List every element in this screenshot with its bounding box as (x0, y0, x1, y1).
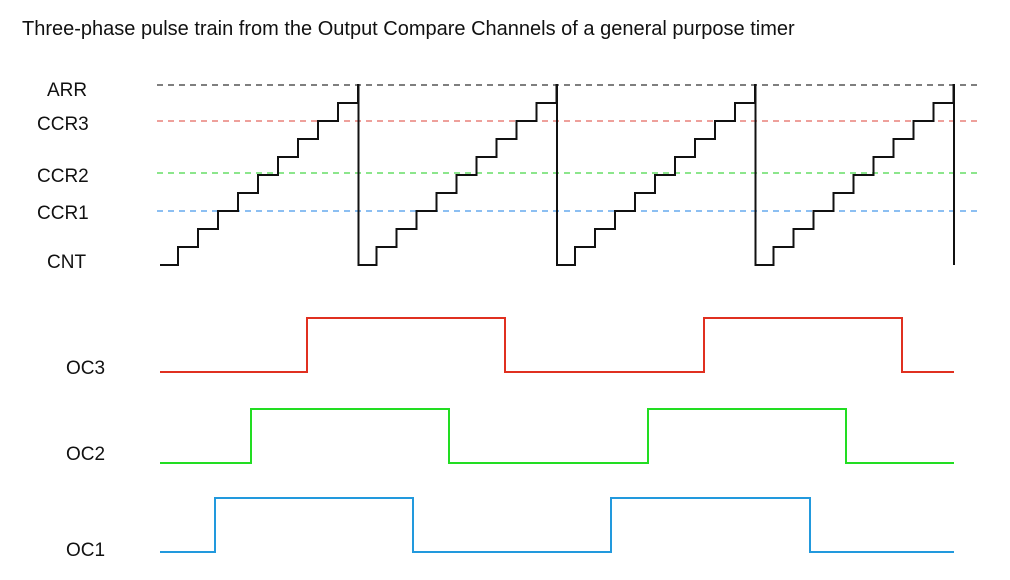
diagram-title: Three-phase pulse train from the Output … (22, 18, 795, 40)
ccr3-label: CCR3 (37, 114, 89, 135)
oc2-label: OC2 (66, 444, 105, 465)
oc3-label: OC3 (66, 358, 105, 379)
ccr2-label: CCR2 (37, 166, 89, 187)
outputs-panel: OC3 OC2 OC1 (66, 317, 954, 561)
oc2-waveform (160, 408, 954, 464)
oc1-label: OC1 (66, 540, 105, 561)
oc1-waveform (160, 497, 954, 553)
arr-label: ARR (47, 80, 87, 101)
counter-panel: ARR CCR3 CCR2 CCR1 CNT (37, 80, 982, 273)
cnt-staircase-waveform (160, 84, 955, 266)
cnt-label: CNT (47, 252, 86, 273)
oc3-waveform (160, 317, 954, 373)
ccr1-label: CCR1 (37, 203, 89, 224)
